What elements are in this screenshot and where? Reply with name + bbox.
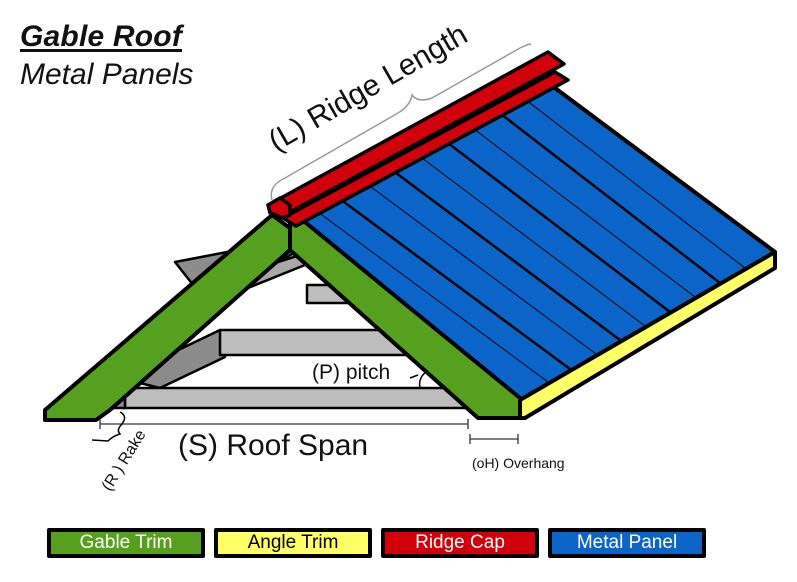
panel-seam <box>391 168 621 342</box>
panel-seam <box>469 125 696 298</box>
panel-seam <box>496 110 721 284</box>
rake-brace <box>91 411 126 442</box>
panel-seam <box>521 96 746 269</box>
angle-trim <box>518 250 777 420</box>
ridge-length-brace <box>270 43 532 201</box>
roof-span-label: (S) Roof Span <box>178 429 368 462</box>
panel-seam <box>339 197 571 371</box>
panel-seam <box>417 154 646 327</box>
diagram-subtitle: Metal Panels <box>20 58 194 91</box>
diagram-title: Gable Roof <box>20 20 183 53</box>
truss-bottom-chord <box>123 386 484 410</box>
panel-seam <box>366 183 597 355</box>
legend-angle-trim: Angle Trim <box>214 528 372 558</box>
legend-metal-panel-label: Metal Panel <box>576 532 678 553</box>
panel-seams <box>317 96 746 383</box>
ridge-cap <box>266 50 570 228</box>
rake-label: (R ) Rake <box>99 427 150 494</box>
color-legend: Gable Trim Angle Trim Ridge Cap Metal Pa… <box>47 528 706 558</box>
legend-gable-trim-label: Gable Trim <box>79 532 173 553</box>
roof-span-dimension <box>99 419 469 429</box>
ridge-cap-end <box>266 196 292 220</box>
panel-seam <box>443 139 671 313</box>
pitch-label: (P) pitch <box>312 361 390 384</box>
legend-gable-trim: Gable Trim <box>47 528 205 558</box>
legend-ridge-cap: Ridge Cap <box>381 528 539 558</box>
legend-angle-trim-label: Angle Trim <box>247 532 339 553</box>
overhang-dimension <box>469 434 519 444</box>
legend-ridge-cap-label: Ridge Cap <box>415 532 505 553</box>
pitch-angle-icon <box>409 371 427 389</box>
ridge-cap-side <box>281 70 570 228</box>
panel-seam <box>317 211 549 383</box>
legend-metal-panel: Metal Panel <box>548 528 706 558</box>
gable-trim-left <box>43 213 292 422</box>
overhang-label: (oH) Overhang <box>472 455 565 471</box>
